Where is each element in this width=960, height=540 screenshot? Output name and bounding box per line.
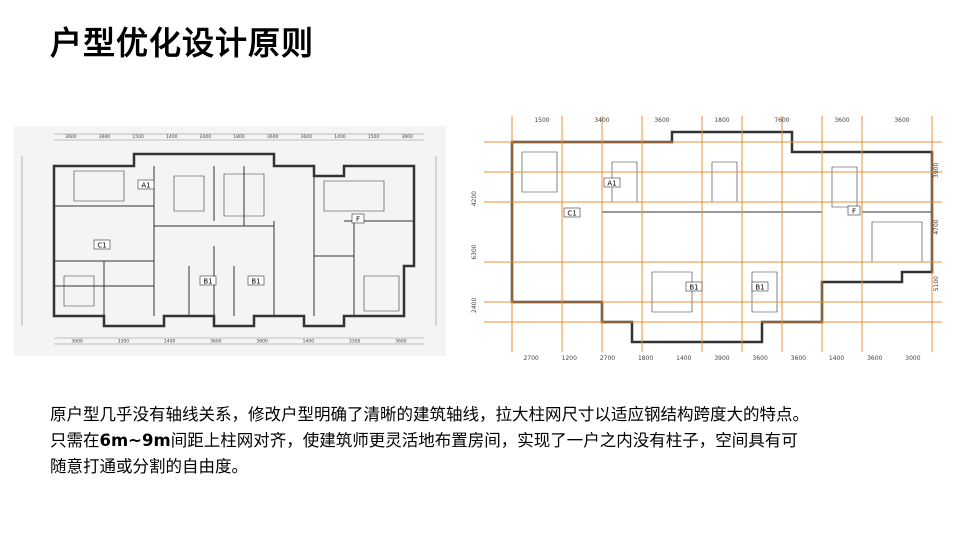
left-top-dim: 1400 — [166, 134, 178, 140]
left-bottom-dim: 3600 — [256, 339, 268, 345]
description-paragraph: 原户型几乎没有轴线关系，修改户型明确了清晰的建筑轴线，拉大柱网尺寸以适应钢结构跨… — [50, 402, 930, 480]
left-plan-labels: A1 C1 B1 B1 F — [93, 179, 365, 286]
description-line-2-prefix: 只需在 — [50, 431, 100, 450]
right-top-dim: 7600 — [774, 117, 789, 124]
right-unit-a1: A1 — [607, 180, 616, 188]
left-bottom-dim: 3600 — [395, 339, 407, 345]
left-plan-walls — [52, 152, 416, 328]
right-bottom-dim: 3000 — [905, 355, 920, 362]
description-line-2-emphasis: 6m~9m — [99, 431, 171, 450]
left-bottom-dim: 3600 — [210, 339, 222, 345]
right-plan-right-dimensions: 3900 4700 5100 — [933, 163, 940, 292]
left-unit-b1-a: B1 — [203, 278, 212, 286]
right-plan-top-dimensions: 1500 3400 3600 1800 7600 3600 3600 — [534, 117, 909, 124]
description-line-2-suffix: 间距上柱网对齐，使建筑师更灵活地布置房间，实现了一户之内没有柱子，空间具有可 — [170, 431, 798, 450]
left-unit-c1: C1 — [97, 242, 106, 250]
right-top-dim: 3600 — [654, 117, 669, 124]
description-line-3: 随意打通或分割的自由度。 — [50, 457, 248, 476]
left-top-dim: 1400 — [334, 134, 346, 140]
left-top-dim: 3600 — [99, 134, 111, 140]
right-right-dim: 5100 — [933, 276, 940, 291]
right-bottom-dim: 2700 — [600, 355, 615, 362]
left-top-dim: 3600 — [267, 134, 279, 140]
right-top-dim: 3600 — [834, 117, 849, 124]
left-top-dim: 1500 — [368, 134, 380, 140]
right-unit-b1-a: B1 — [689, 284, 698, 292]
right-left-dim: 2400 — [471, 298, 478, 313]
right-plan-labels: A1 C1 B1 B1 F — [563, 177, 861, 292]
right-bottom-dim: 2700 — [523, 355, 538, 362]
right-top-dim: 1800 — [714, 117, 729, 124]
left-top-dim: 1800 — [233, 134, 245, 140]
right-left-dim: 4200 — [471, 191, 478, 206]
right-bottom-dim: 3600 — [867, 355, 882, 362]
right-bottom-dim: 1200 — [562, 355, 577, 362]
right-top-dim: 1500 — [534, 117, 549, 124]
left-unit-b1-b: B1 — [251, 278, 260, 286]
left-top-dim: 1500 — [132, 134, 144, 140]
left-bottom-dim: 1400 — [164, 339, 176, 345]
right-unit-b1-b: B1 — [755, 284, 764, 292]
left-top-dim: 2400 — [200, 134, 212, 140]
left-bottom-dim: 3300 — [118, 339, 130, 345]
right-top-dim: 3400 — [594, 117, 609, 124]
right-right-dim: 4700 — [933, 219, 940, 234]
left-unit-f: F — [356, 216, 360, 224]
left-unit-a1: A1 — [141, 182, 150, 190]
left-bottom-dim: 3300 — [349, 339, 361, 345]
right-plan-axis-grid — [484, 116, 942, 352]
original-floor-plan: 3600 3600 1500 1400 2400 1800 3600 3600 1400 1500… — [14, 126, 446, 356]
right-plan-bottom-dimensions: 2700 1200 2700 1800 1400 3900 3600 3600 1400 3600… — [523, 355, 920, 362]
right-bottom-dim: 1400 — [676, 355, 691, 362]
right-bottom-dim: 3600 — [753, 355, 768, 362]
right-left-dim: 6300 — [471, 244, 478, 259]
right-bottom-dim: 3900 — [714, 355, 729, 362]
left-top-dim: 3600 — [65, 134, 77, 140]
description-line-1: 原户型几乎没有轴线关系，修改户型明确了清晰的建筑轴线，拉大柱网尺寸以适应钢结构跨… — [50, 405, 809, 424]
right-plan-left-dimensions: 4200 6300 2400 — [471, 191, 478, 313]
right-right-dim: 3900 — [933, 163, 940, 178]
right-bottom-dim: 3600 — [791, 355, 806, 362]
right-unit-c1: C1 — [567, 210, 576, 218]
right-unit-f: F — [852, 208, 856, 216]
left-top-dim: 3600 — [301, 134, 313, 140]
right-bottom-dim: 1400 — [829, 355, 844, 362]
left-bottom-dim: 1400 — [303, 339, 315, 345]
left-bottom-dim: 3600 — [71, 339, 83, 345]
slide-title: 户型优化设计原则 — [50, 24, 315, 62]
right-top-dim: 3600 — [894, 117, 909, 124]
left-plan-bottom-dimensions: 3600 3300 1400 3600 3600 1400 3300 3600 — [71, 339, 406, 345]
left-top-dim: 3600 — [401, 134, 413, 140]
left-plan-dimension-lines — [21, 133, 437, 345]
right-bottom-dim: 1800 — [638, 355, 653, 362]
left-plan-top-dimensions: 3600 3600 1500 1400 2400 1800 3600 3600 1400 1500… — [65, 134, 413, 140]
